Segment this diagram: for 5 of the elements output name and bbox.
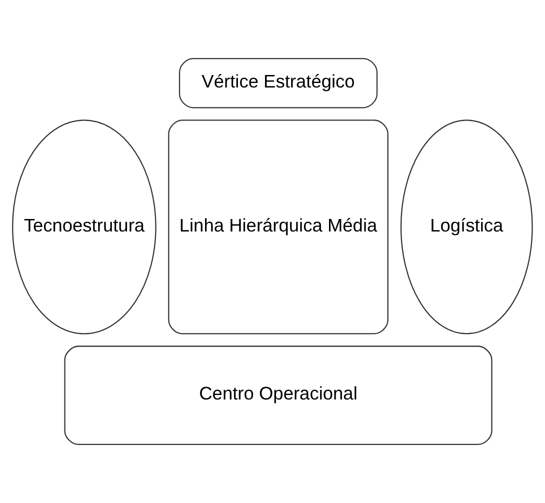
- node-box: Linha Hierárquica Média: [168, 120, 388, 334]
- node-ellipse: Tecnoestrutura: [12, 120, 156, 334]
- node-box: Centro Operacional: [64, 346, 492, 445]
- node-box: Vértice Estratégico: [178, 58, 378, 108]
- node-ellipse: Logística: [400, 120, 533, 334]
